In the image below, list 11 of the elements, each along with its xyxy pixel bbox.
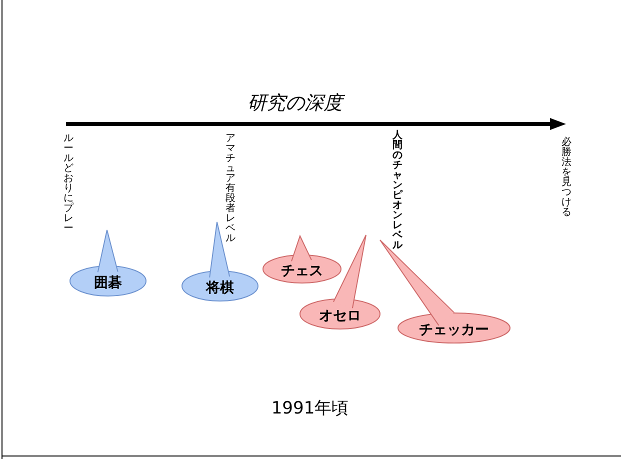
bubble-label: チェス — [281, 262, 323, 280]
bubble-label: チェッカー — [419, 321, 489, 339]
bubble-label: 囲碁 — [94, 274, 122, 292]
axis-title: 研究の深度 — [248, 90, 342, 116]
scale-label: 必勝法を見つける — [561, 138, 572, 218]
bubble-label: オセロ — [319, 307, 361, 325]
scale-label: 人間のチャンピオンレベル — [392, 131, 403, 251]
scale-label: アマチュア有段者レベル — [225, 134, 236, 244]
scale-label: ルールどおりにプレー — [63, 134, 74, 234]
caption: 1991年頃 — [271, 398, 349, 420]
bubble-label: 将棋 — [206, 279, 234, 297]
